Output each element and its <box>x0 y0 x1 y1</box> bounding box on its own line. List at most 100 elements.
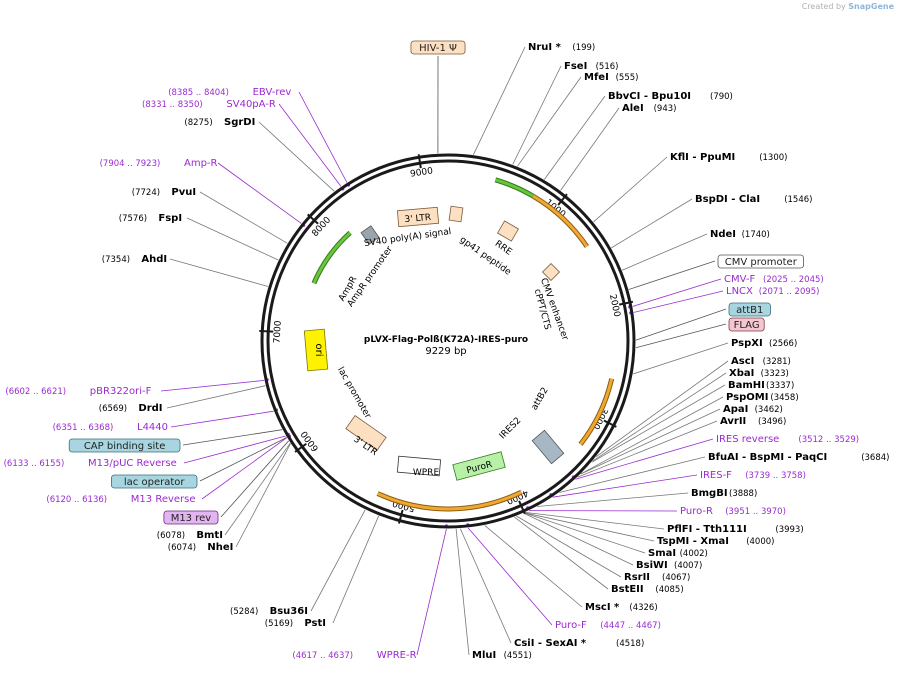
site-position: (4617 .. 4637) <box>292 651 353 661</box>
site-label-puror: Puro-R(3951 .. 3970) <box>680 506 786 517</box>
leader-line <box>160 380 265 392</box>
leader-line <box>543 95 606 180</box>
site-name: SV40pA-R <box>226 99 275 110</box>
tick-mark <box>259 329 274 333</box>
site-label-kfli: KflI - PpuMI(1300) <box>670 152 787 163</box>
site-name: PstI <box>304 618 326 629</box>
site-position: (4067) <box>662 573 690 583</box>
feature-tag-label: attB1 <box>736 305 763 316</box>
site-name: BamHI <box>728 380 765 391</box>
site-position: (516) <box>596 62 619 72</box>
site-label-asci: AscI(3281) <box>731 356 791 367</box>
feature-tag-box <box>410 40 466 55</box>
leader-line <box>622 233 708 271</box>
site-label-flag: FLAG <box>728 317 765 332</box>
site-position: (3458) <box>770 393 798 403</box>
leader-line <box>258 121 335 192</box>
site-label-apai: ApaI(3462) <box>723 404 783 415</box>
rre-box <box>497 220 519 242</box>
site-name: AleI <box>622 103 644 114</box>
feature-tag-label: CAP binding site <box>84 441 166 452</box>
plasmid-size: 9229 bp <box>425 346 466 357</box>
site-name: Bsu36I <box>270 606 308 617</box>
site-label-ampr: Amp-R(7904 .. 7923) <box>100 158 218 169</box>
site-label-cmvp: CMV promoter <box>717 254 804 269</box>
leader-line <box>635 323 727 349</box>
feature-tag-label: FLAG <box>734 320 760 331</box>
site-position: (3281) <box>763 357 791 367</box>
site-name: PspXI <box>731 338 763 349</box>
site-position: (1546) <box>784 195 812 205</box>
site-name: LNCX <box>726 286 753 297</box>
feature-tag-box <box>68 438 181 453</box>
site-position: (199) <box>572 43 595 53</box>
hiv-box <box>448 205 464 223</box>
site-name: PvuI <box>171 187 196 198</box>
leader-line <box>595 360 729 458</box>
site-position: (8275) <box>184 118 212 128</box>
leader-line <box>514 516 609 590</box>
site-position: (943) <box>654 104 677 114</box>
site-position: (790) <box>710 92 733 102</box>
site-name: SgrDI <box>224 117 255 128</box>
site-label-pspomi: PspOMI(3458) <box>726 392 799 403</box>
leader-line <box>484 525 583 608</box>
feature-tag-label: CMV promoter <box>725 257 798 268</box>
site-position: (4007) <box>674 561 702 571</box>
tick-mark <box>557 193 568 206</box>
site-label-csi: CsiI - SexAI *(4518) <box>514 638 644 649</box>
leader-line <box>186 217 279 261</box>
site-label-pspxi: PspXI(2566) <box>731 338 797 349</box>
leader-line <box>416 528 447 656</box>
site-position: (3462) <box>755 405 783 415</box>
leader-line <box>592 372 727 462</box>
leader-line <box>235 443 291 548</box>
site-name: EBV-rev <box>253 87 292 98</box>
leader-line <box>199 191 288 244</box>
site-name: FspI <box>158 213 182 224</box>
leader-line <box>593 156 668 223</box>
attb2-box <box>531 429 565 465</box>
leader-line <box>201 437 288 500</box>
site-position: (4447 .. 4467) <box>600 621 661 631</box>
site-position: (5284) <box>230 607 258 617</box>
site-label-fsei: FseI(516) <box>564 61 618 72</box>
site-label-lacop: lac operator <box>111 474 198 489</box>
leader-line <box>523 512 634 566</box>
site-position: (7576) <box>119 214 147 224</box>
leader-line <box>537 492 689 507</box>
site-position: (6120 .. 6136) <box>46 495 107 505</box>
site-name: CMV-F <box>724 274 755 285</box>
leader-line <box>523 512 646 554</box>
leader-line <box>524 512 655 542</box>
site-name: NdeI <box>710 229 736 240</box>
wpre-arc <box>376 490 523 511</box>
leader-line <box>633 290 724 313</box>
site-position: (7904 .. 7923) <box>100 159 161 169</box>
site-position: (555) <box>616 73 639 83</box>
feature-tag-box <box>728 302 771 317</box>
site-label-purof: Puro-F(4447 .. 4467) <box>555 620 661 631</box>
site-label-sgrdi: SgrDI (8275) <box>184 117 255 128</box>
site-name: KflI - PpuMI <box>670 152 735 163</box>
backbone <box>260 153 636 529</box>
leader-line <box>525 512 665 530</box>
site-label-bsteii: BstEII(4085) <box>611 584 684 595</box>
feature-tag-box <box>111 474 198 489</box>
site-label-bfuai: BfuAI - BspMI - PaqCI(3684) <box>708 452 889 463</box>
tick-mark <box>307 213 319 225</box>
site-label-bbvci: BbvCI - Bpu10I (790) <box>608 91 733 102</box>
site-label-cap: CAP binding site <box>68 438 181 453</box>
site-label-wprer: WPRE-R(4617 .. 4637) <box>292 650 416 661</box>
tick-mark <box>618 300 634 306</box>
rre-green-arc <box>494 178 534 198</box>
tick-mark <box>397 509 404 524</box>
leader-line <box>467 527 553 626</box>
site-name: DrdI <box>138 403 162 414</box>
site-name: MluI <box>472 650 496 661</box>
site-label-nrui: NruI *(199) <box>528 42 595 53</box>
insert-arc <box>579 378 614 446</box>
site-name: BbvCI - Bpu10I <box>608 91 691 102</box>
leader-line <box>170 410 274 428</box>
leader-line <box>559 456 706 493</box>
